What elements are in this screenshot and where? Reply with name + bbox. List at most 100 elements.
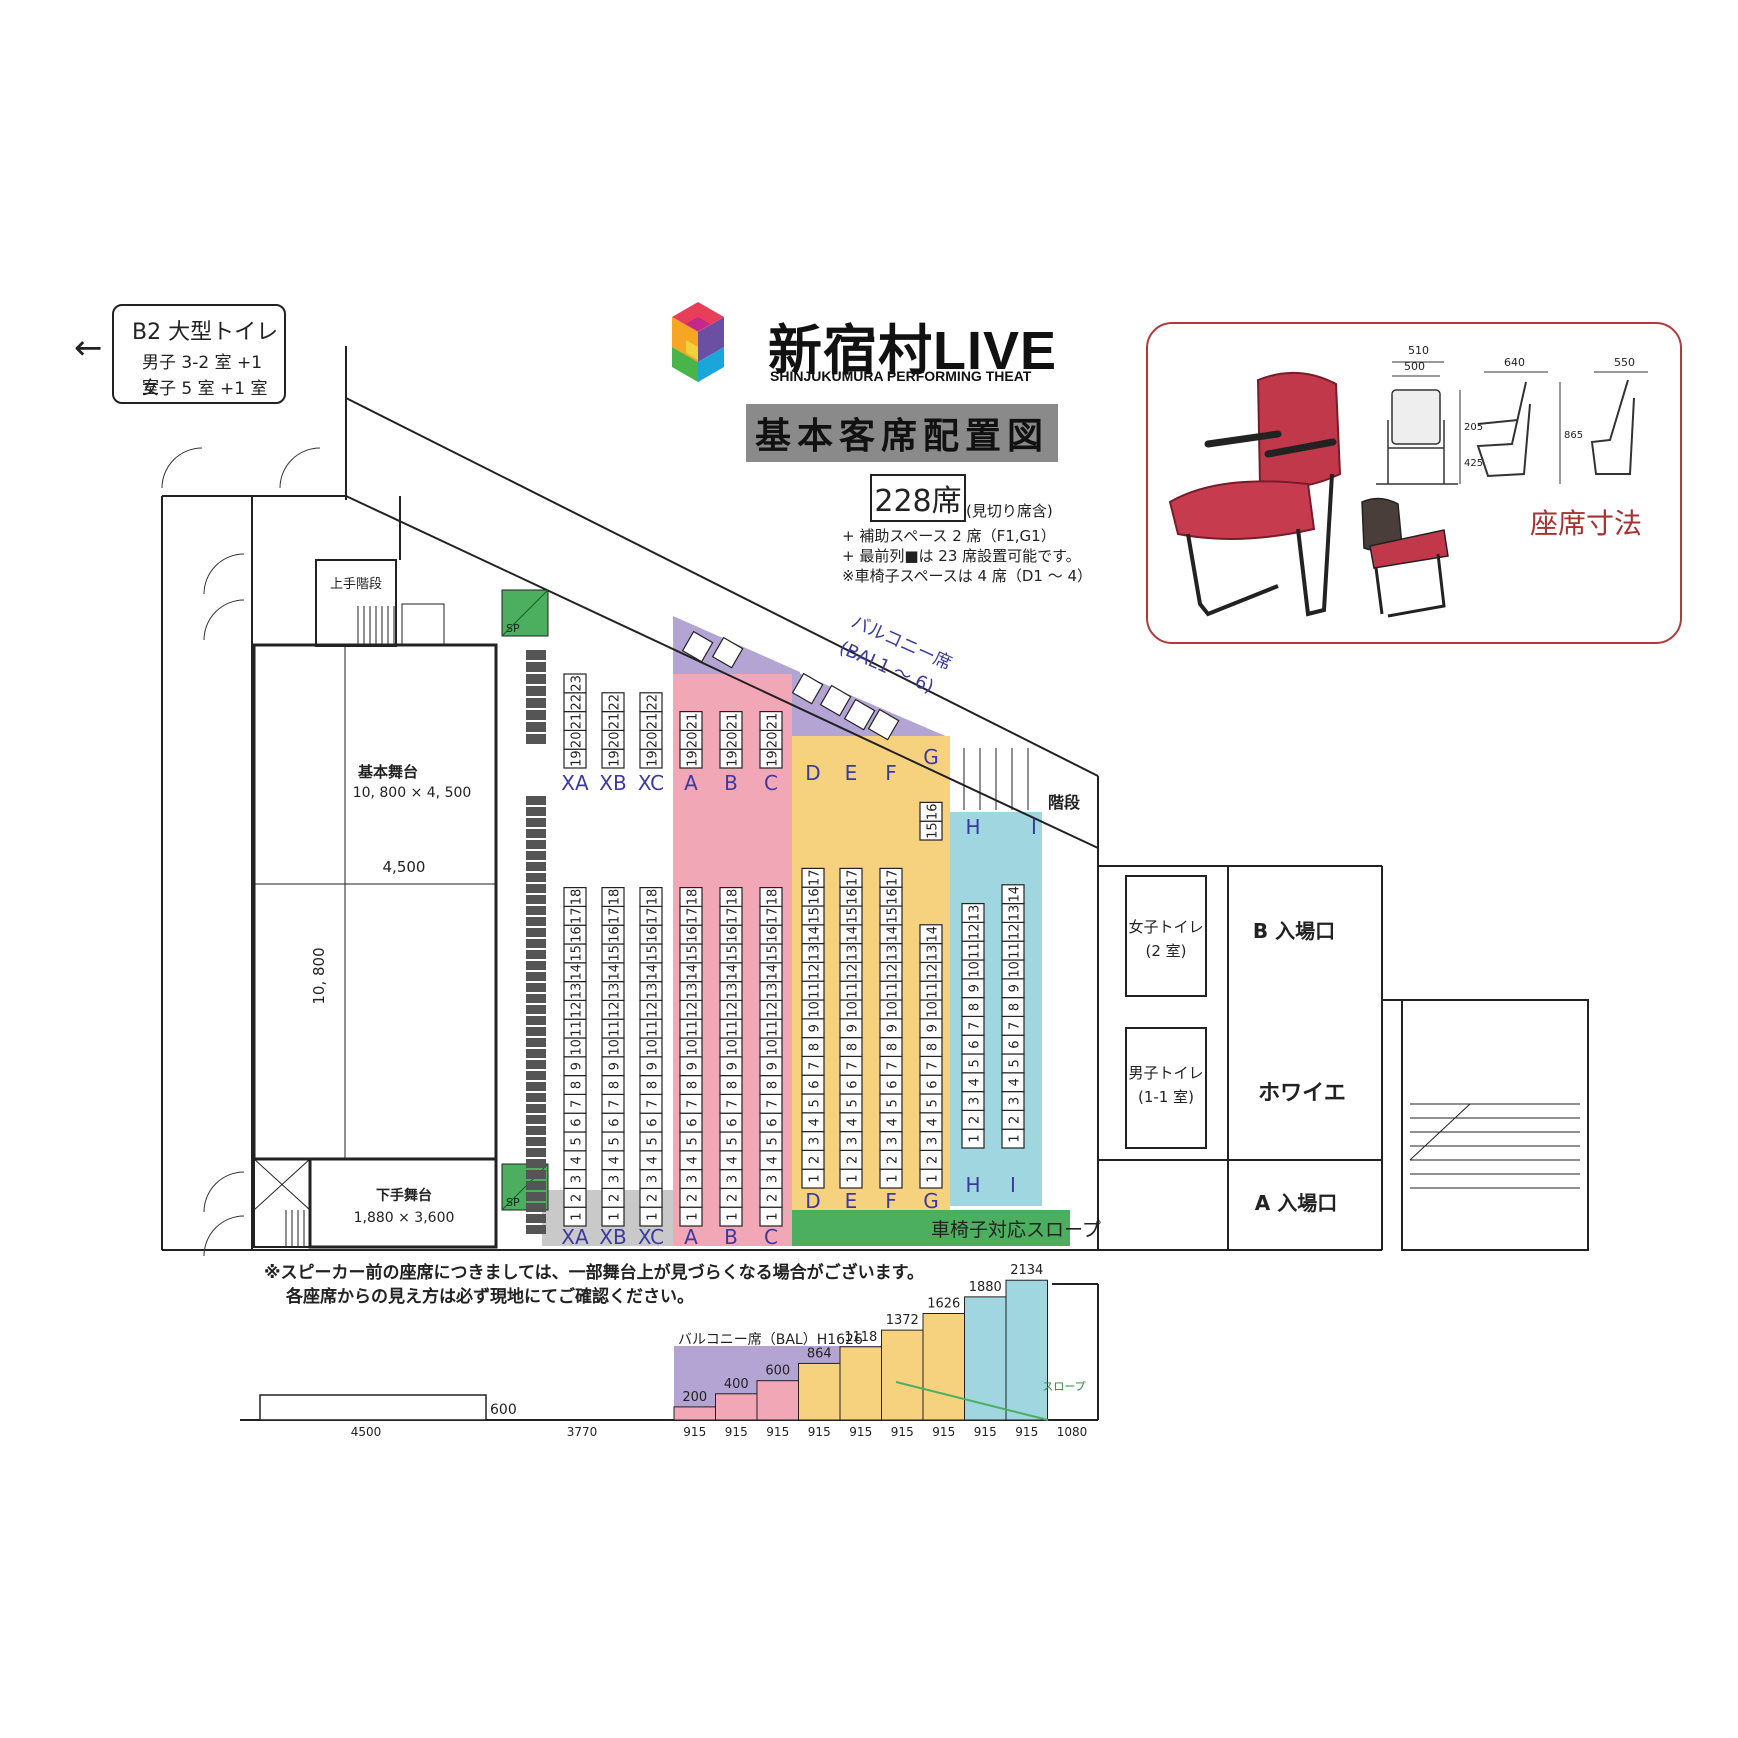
slope-label: 車椅子対応スロープ: [931, 1219, 1101, 1241]
seat-number: 2: [807, 1156, 822, 1164]
row-label: D: [805, 761, 820, 785]
page-title: 基本客席配置図: [746, 404, 1058, 462]
warning-line: 各座席からの見え方は必ず現地にてご確認ください。: [285, 1286, 694, 1307]
seat-number: 16: [885, 888, 900, 905]
front-seat-dark: [526, 1181, 546, 1190]
sub-stage-box: [253, 1158, 311, 1248]
door: [203, 1215, 245, 1257]
seat-number: 10: [765, 1039, 780, 1056]
section-width: 915: [725, 1425, 748, 1439]
front-seat-dark: [526, 1016, 546, 1025]
seat: [639, 692, 663, 713]
row-label: G: [923, 1189, 939, 1213]
seat: [961, 902, 985, 923]
seat-number: 17: [685, 908, 700, 925]
seat-number: 5: [765, 1137, 780, 1145]
front-seat-dark: [526, 1005, 546, 1014]
female-toilet-room: [1125, 875, 1207, 997]
seat-number: 6: [845, 1080, 860, 1088]
seat-number: 7: [569, 1100, 584, 1108]
seat-number: 10: [685, 1039, 700, 1056]
logo-subtitle: SHINJUKUMURA PERFORMING THEAT: [770, 368, 1032, 384]
seat-number: 3: [967, 1097, 982, 1105]
section-step: [964, 1296, 1007, 1421]
seat-number: 12: [645, 1002, 660, 1019]
row-label: A: [684, 1225, 698, 1249]
seat-number: 14: [607, 964, 622, 981]
seat-number: 2: [845, 1156, 860, 1164]
seat: [679, 886, 703, 907]
seat-number: 22: [645, 694, 660, 711]
door: [203, 599, 245, 641]
seat-number: 19: [645, 750, 660, 767]
row-label: H: [965, 1173, 980, 1197]
seat: [639, 886, 663, 907]
seat-number: 19: [607, 750, 622, 767]
front-seat-dark: [526, 851, 546, 860]
seat-number: 11: [1007, 942, 1022, 959]
front-seat-dark: [526, 734, 546, 744]
front-seat-dark: [526, 1214, 546, 1223]
seat-number: 13: [885, 945, 900, 962]
front-seat-dark: [526, 950, 546, 959]
sub-stage-size: 1,880 × 3,600: [354, 1210, 455, 1226]
row-label: XA: [561, 771, 589, 795]
seat-number: 4: [807, 1118, 822, 1126]
seat-number: 1: [1007, 1134, 1022, 1142]
foyer-label: ホワイエ: [1258, 1081, 1346, 1106]
seat-number: 18: [765, 889, 780, 906]
row-label: E: [845, 1189, 858, 1213]
seat-number: 21: [685, 713, 700, 730]
warning-line: ※スピーカー前の座席につきましては、一部舞台上が見づらくなる場合がございます。: [264, 1262, 924, 1283]
section-step: [673, 1406, 716, 1421]
seat-number: 14: [569, 964, 584, 981]
seat-number: 13: [645, 983, 660, 1000]
seat-number: 11: [685, 1020, 700, 1037]
seat-number: 10: [607, 1039, 622, 1056]
seat-number: 15: [725, 945, 740, 962]
seat-number: 15: [765, 945, 780, 962]
seat-number: 3: [725, 1175, 740, 1183]
dim-500: 500: [1404, 360, 1425, 373]
seat: [563, 673, 587, 694]
front-seat-dark: [526, 939, 546, 948]
seat-number: 19: [685, 750, 700, 767]
seat-number: 21: [569, 713, 584, 730]
seat: [601, 692, 625, 713]
front-seat-dark: [526, 662, 546, 672]
wall: [345, 397, 1099, 777]
notes-list: + 補助スペース 2 席（F1,G1） + 最前列■は 23 席設置可能です。 …: [842, 526, 1092, 586]
front-seat-dark: [526, 884, 546, 893]
seat-number: 4: [607, 1156, 622, 1164]
seat-number: 6: [967, 1040, 982, 1048]
balcony-seat: [791, 672, 824, 705]
seat-number: 18: [725, 889, 740, 906]
front-seat-dark: [526, 710, 546, 720]
seat-number: 2: [607, 1194, 622, 1202]
seat-number: 3: [645, 1175, 660, 1183]
seat-number: 16: [645, 926, 660, 943]
seat-number: 10: [569, 1039, 584, 1056]
section-balcony-label: バルコニー席（BAL）H1626: [678, 1332, 863, 1348]
row-label: F: [885, 1189, 897, 1213]
front-seat-dark: [526, 1049, 546, 1058]
seat-number: 12: [1007, 924, 1022, 941]
seat-number: 1: [885, 1174, 900, 1182]
seat-number: 12: [685, 1002, 700, 1019]
seat-number: 2: [765, 1194, 780, 1202]
seat-number: 18: [569, 889, 584, 906]
front-seat-dark: [526, 1027, 546, 1036]
balcony-seat: [681, 630, 714, 663]
seat-number: 2: [1007, 1116, 1022, 1124]
section-step: [798, 1362, 841, 1421]
row-label: C: [764, 1225, 778, 1249]
seat-number: 22: [607, 694, 622, 711]
seat: [759, 710, 783, 731]
row-label: I: [1031, 815, 1037, 839]
stair-box: [401, 603, 445, 647]
seat-number: 8: [765, 1081, 780, 1089]
seat-number: 21: [645, 713, 660, 730]
seat-number: 15: [807, 907, 822, 924]
seat-number: 2: [685, 1194, 700, 1202]
section-height-label: 200: [682, 1390, 707, 1405]
